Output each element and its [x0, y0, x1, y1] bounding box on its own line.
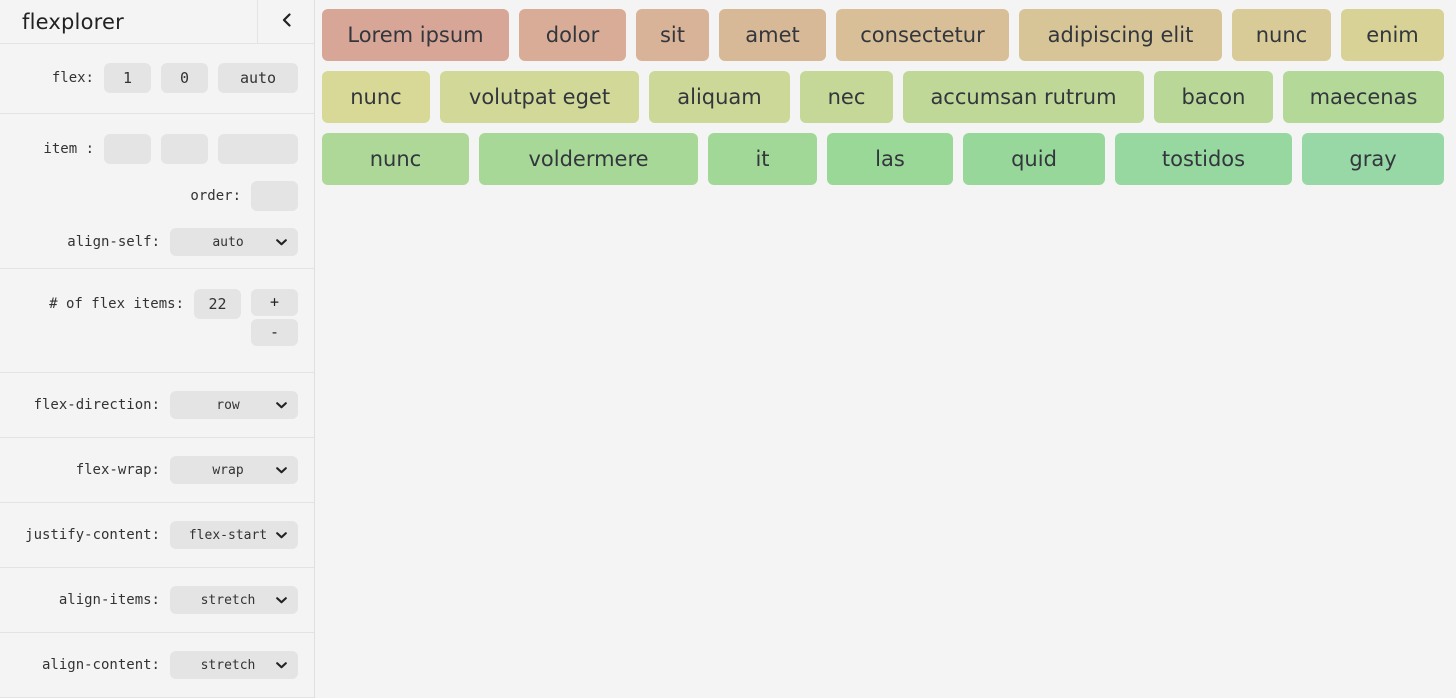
flex-direction-value: row	[216, 397, 240, 413]
flex-item[interactable]: bacon	[1154, 71, 1273, 123]
flex-wrap-section: flex-wrap: wrap	[0, 438, 314, 503]
flex-shorthand-section: flex:	[0, 44, 314, 114]
flex-item[interactable]: nunc	[322, 133, 469, 185]
item-flex-grow-input[interactable]	[104, 134, 151, 164]
align-self-value: auto	[212, 234, 244, 250]
flex-item[interactable]: consectetur	[836, 9, 1009, 61]
flex-item[interactable]: gray	[1302, 133, 1444, 185]
flex-item[interactable]: amet	[719, 9, 826, 61]
justify-content-section: justify-content: flex-start	[0, 503, 314, 568]
flex-item[interactable]: voldermere	[479, 133, 698, 185]
flex-item[interactable]: Lorem ipsum	[322, 9, 509, 61]
flex-wrap-row: flex-wrap: wrap	[16, 456, 298, 484]
align-content-label: align-content:	[41, 657, 160, 673]
sidebar-header: flexplorer	[0, 0, 314, 44]
flex-item[interactable]: nunc	[1232, 9, 1331, 61]
align-items-row: align-items: stretch	[16, 586, 298, 614]
collapse-sidebar-button[interactable]	[257, 0, 314, 43]
flex-item[interactable]: las	[827, 133, 953, 185]
flex-shorthand-row: flex:	[16, 63, 298, 93]
add-item-button[interactable]: +	[251, 289, 298, 316]
flex-wrap-value: wrap	[212, 462, 244, 478]
justify-content-row: justify-content: flex-start	[16, 521, 298, 549]
item-count-section: # of flex items: + -	[0, 269, 314, 373]
flex-item[interactable]: accumsan rutrum	[903, 71, 1144, 123]
flex-wrap-label: flex-wrap:	[75, 462, 160, 478]
chevron-left-icon	[282, 12, 291, 31]
flex-label: flex:	[51, 70, 94, 86]
chevron-down-icon	[276, 466, 298, 474]
order-row: order:	[16, 181, 298, 211]
item-flex-shrink-input[interactable]	[161, 134, 208, 164]
align-self-row: align-self: auto	[16, 228, 298, 256]
flex-direction-label: flex-direction:	[33, 397, 160, 413]
align-items-section: align-items: stretch	[0, 568, 314, 633]
flex-item[interactable]: adipiscing elit	[1019, 9, 1222, 61]
justify-content-value: flex-start	[188, 527, 268, 543]
align-content-value: stretch	[200, 657, 256, 673]
chevron-down-icon	[276, 401, 298, 409]
item-flex-basis-input[interactable]	[218, 134, 298, 164]
item-label: item :	[43, 141, 94, 157]
order-input[interactable]	[251, 181, 298, 211]
align-items-select[interactable]: stretch	[170, 586, 298, 614]
app-title: flexplorer	[22, 9, 124, 34]
item-count-row: # of flex items: + -	[16, 289, 298, 346]
align-content-section: align-content: stretch	[0, 633, 314, 698]
align-items-value: stretch	[200, 592, 256, 608]
flex-direction-section: flex-direction: row	[0, 373, 314, 438]
flex-direction-select[interactable]: row	[170, 391, 298, 419]
align-self-select[interactable]: auto	[170, 228, 298, 256]
flex-item[interactable]: enim	[1341, 9, 1444, 61]
chevron-down-icon	[276, 596, 298, 604]
align-content-row: align-content: stretch	[16, 651, 298, 679]
flex-item[interactable]: nunc	[322, 71, 430, 123]
sidebar: flexplorer flex: item : order: align-sel…	[0, 0, 315, 698]
item-settings-section: item : order: align-self: auto	[0, 114, 314, 269]
item-count-stepper: + -	[251, 289, 298, 346]
flex-direction-row: flex-direction: row	[16, 391, 298, 419]
flex-item[interactable]: it	[708, 133, 817, 185]
justify-content-label: justify-content:	[25, 527, 160, 543]
align-items-label: align-items:	[58, 592, 160, 608]
justify-content-select[interactable]: flex-start	[170, 521, 298, 549]
remove-item-button[interactable]: -	[251, 319, 298, 346]
flex-item[interactable]: volutpat eget	[440, 71, 639, 123]
flex-shrink-input[interactable]	[161, 63, 208, 93]
flex-wrap-select[interactable]: wrap	[170, 456, 298, 484]
chevron-down-icon	[276, 531, 298, 539]
item-flex-row: item :	[16, 134, 298, 164]
align-self-label: align-self:	[67, 234, 160, 250]
item-count-label: # of flex items:	[49, 296, 184, 312]
chevron-down-icon	[276, 238, 298, 246]
flex-basis-input[interactable]	[218, 63, 298, 93]
flex-item[interactable]: maecenas	[1283, 71, 1444, 123]
flex-item[interactable]: tostidos	[1115, 133, 1292, 185]
item-count-input[interactable]	[194, 289, 241, 319]
chevron-down-icon	[276, 661, 298, 669]
order-label: order:	[190, 188, 241, 204]
align-content-select[interactable]: stretch	[170, 651, 298, 679]
flex-item[interactable]: dolor	[519, 9, 626, 61]
flex-item[interactable]: sit	[636, 9, 709, 61]
flex-item[interactable]: nec	[800, 71, 893, 123]
flex-grow-input[interactable]	[104, 63, 151, 93]
flex-item[interactable]: aliquam	[649, 71, 790, 123]
flex-item[interactable]: quid	[963, 133, 1105, 185]
